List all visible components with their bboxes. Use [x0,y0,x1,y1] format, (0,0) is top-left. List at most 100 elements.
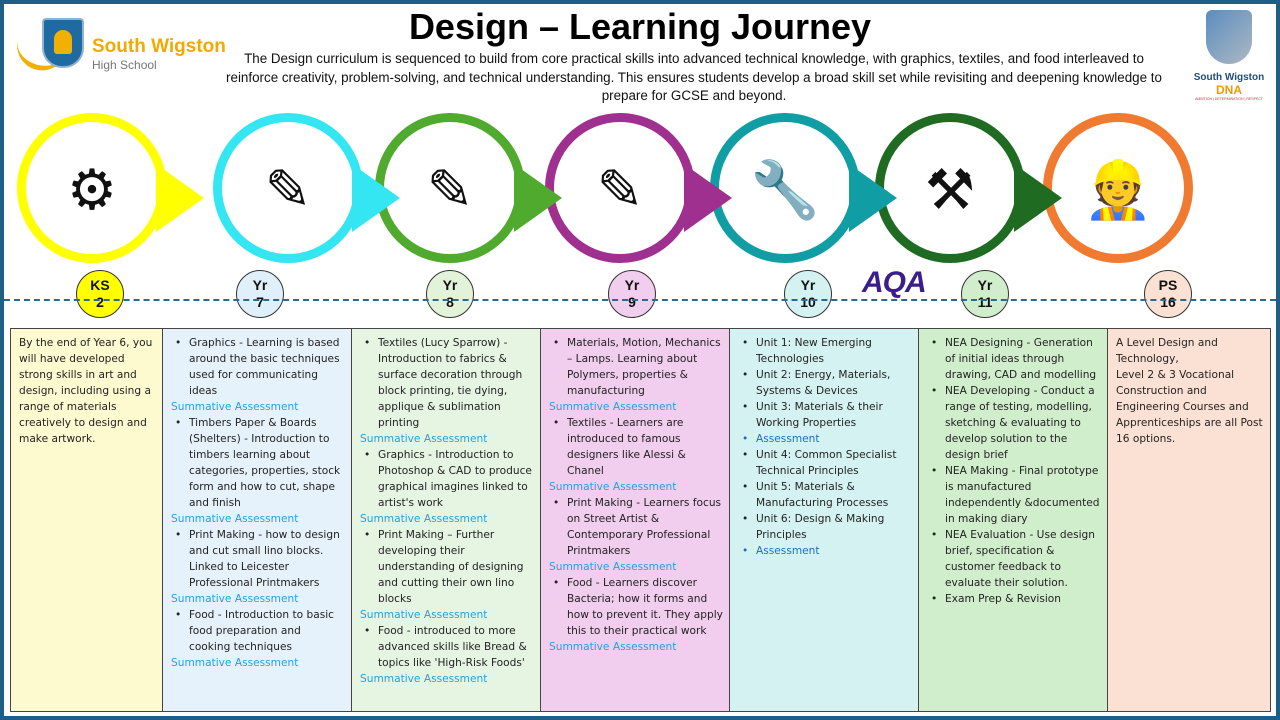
crest-icon [42,18,84,68]
drill-wrench-icon: 🔧 [750,158,820,221]
dna-logo-line1: South Wigston [1193,72,1265,83]
topic-item: Print Making – Further developing their … [360,527,534,607]
arrow-tail [514,164,562,232]
arrow-tail [849,164,897,232]
stage-circle: 🔧 [710,113,897,263]
badge-line: Yr [624,277,640,293]
arrow-tail [156,164,204,232]
paragraph-text: Level 2 & 3 Vocational Construction and … [1116,369,1263,445]
badge-line: 8 [446,294,454,310]
summative-assessment-label: Summative Assessment [360,513,488,525]
summative-assessment-label: Summative Assessment [171,401,299,413]
stage-circle: ⚙ [17,113,204,263]
design-cycle-icon: ⚒ [924,158,976,221]
school-logo: South Wigston High School [11,14,226,77]
head-gears-icon: ⚙ [66,158,118,221]
summative-assessment-label: Summative Assessment [171,513,299,525]
topic-item: Graphics - Introduction to Photoshop & C… [360,447,534,511]
topic-item: Food - Learners discover Bacteria; how i… [549,575,723,639]
topic-item: Textiles (Lucy Sparrow) - Introduction t… [360,335,534,431]
summative-assessment-label: Summative Assessment [171,593,299,605]
topic-item: NEA Evaluation - Use design brief, speci… [927,527,1101,591]
stage-content-column: Materials, Motion, Mechanics – Lamps. Le… [540,328,730,712]
badge-line: Yr [252,277,268,293]
learning-journey-page: South Wigston High School Design – Learn… [4,4,1276,716]
stage-content-column: A Level Design and Technology, Level 2 & … [1107,328,1271,712]
summative-assessment-label: Summative Assessment [549,401,677,413]
summative-assessment-label: Summative Assessment [360,609,488,621]
topic-item: Timbers Paper & Boards (Shelters) - Intr… [171,415,345,511]
arrow-tail [352,164,400,232]
intro-text: The Design curriculum is sequenced to bu… [226,51,1162,103]
engineer-icon: 👷 [1083,158,1153,221]
arrow-tail [1014,164,1062,232]
school-subtitle: High School [92,58,157,72]
summative-assessment-label: Summative Assessment [171,657,299,669]
badge-line: Yr [800,277,816,293]
design-tools-icon: ✎ [426,158,474,221]
dna-logo: South Wigston DNA AMBITION | DETERMINATI… [1184,10,1274,101]
badge-line: 11 [977,294,993,310]
badge-line: 10 [800,294,816,310]
design-tools-icon: ✎ [596,158,644,221]
assessment-item: Assessment [738,431,912,447]
topic-item: Unit 3: Materials & their Working Proper… [738,399,912,431]
topic-item: NEA Designing - Generation of initial id… [927,335,1101,383]
paragraph-text: A Level Design and Technology, [1116,337,1218,365]
page-title: Design – Learning Journey [408,6,872,47]
stage-content-column: Textiles (Lucy Sparrow) - Introduction t… [351,328,541,712]
summative-assessment-label: Summative Assessment [360,673,488,685]
aqa-logo: AQA [862,266,927,299]
stage-content-column: Unit 1: New Emerging TechnologiesUnit 2:… [729,328,919,712]
stage-content-column: By the end of Year 6, you will have deve… [10,328,163,712]
topic-item: Unit 4: Common Specialist Technical Prin… [738,447,912,479]
arrow-tail [684,164,732,232]
stage-content-column: Graphics - Learning is based around the … [162,328,352,712]
topic-item: Textiles - Learners are introduced to fa… [549,415,723,479]
topic-item: Graphics - Learning is based around the … [171,335,345,399]
school-name: South Wigston [92,36,226,57]
badge-line: 16 [1160,294,1176,310]
badge-line: Yr [442,277,458,293]
dna-logo-tagline: AMBITION | DETERMINATION | RESPECT [1195,97,1263,101]
badge-line: KS [90,277,110,293]
summative-assessment-label: Summative Assessment [549,561,677,573]
paragraph-text: By the end of Year 6, you will have deve… [19,337,153,445]
stage-circle: ⚒ [875,113,1062,263]
topic-item: Unit 5: Materials & Manufacturing Proces… [738,479,912,511]
design-tools-icon: ✎ [264,158,312,221]
summative-assessment-label: Summative Assessment [549,481,677,493]
timeline-divider [4,299,1276,301]
dna-helix-icon [1206,10,1252,64]
topic-item: Food - introduced to more advanced skill… [360,623,534,671]
topic-item: Exam Prep & Revision [927,591,1101,607]
stage-circle: ✎ [545,113,732,263]
topic-item: Print Making - Learners focus on Street … [549,495,723,559]
topic-item: NEA Making - Final prototype is manufact… [927,463,1101,527]
badge-line: 2 [96,294,104,310]
assessment-item: Assessment [738,543,912,559]
topic-item: Unit 6: Design & Making Principles [738,511,912,543]
topic-item: Print Making - how to design and cut sma… [171,527,345,591]
stage-content-column: NEA Designing - Generation of initial id… [918,328,1108,712]
topic-item: Unit 2: Energy, Materials, Systems & Dev… [738,367,912,399]
topic-item: Food - Introduction to basic food prepar… [171,607,345,655]
badge-line: 7 [256,294,264,310]
stage-circle: 👷 [1043,113,1193,263]
badge-line: 9 [628,294,636,310]
topic-item: NEA Developing - Conduct a range of test… [927,383,1101,463]
summative-assessment-label: Summative Assessment [549,641,677,653]
topic-item: Unit 1: New Emerging Technologies [738,335,912,367]
badge-line: Yr [977,277,993,293]
summative-assessment-label: Summative Assessment [360,433,488,445]
stage-circle: ✎ [213,113,400,263]
topic-item: Materials, Motion, Mechanics – Lamps. Le… [549,335,723,399]
badge-line: PS [1158,277,1178,293]
